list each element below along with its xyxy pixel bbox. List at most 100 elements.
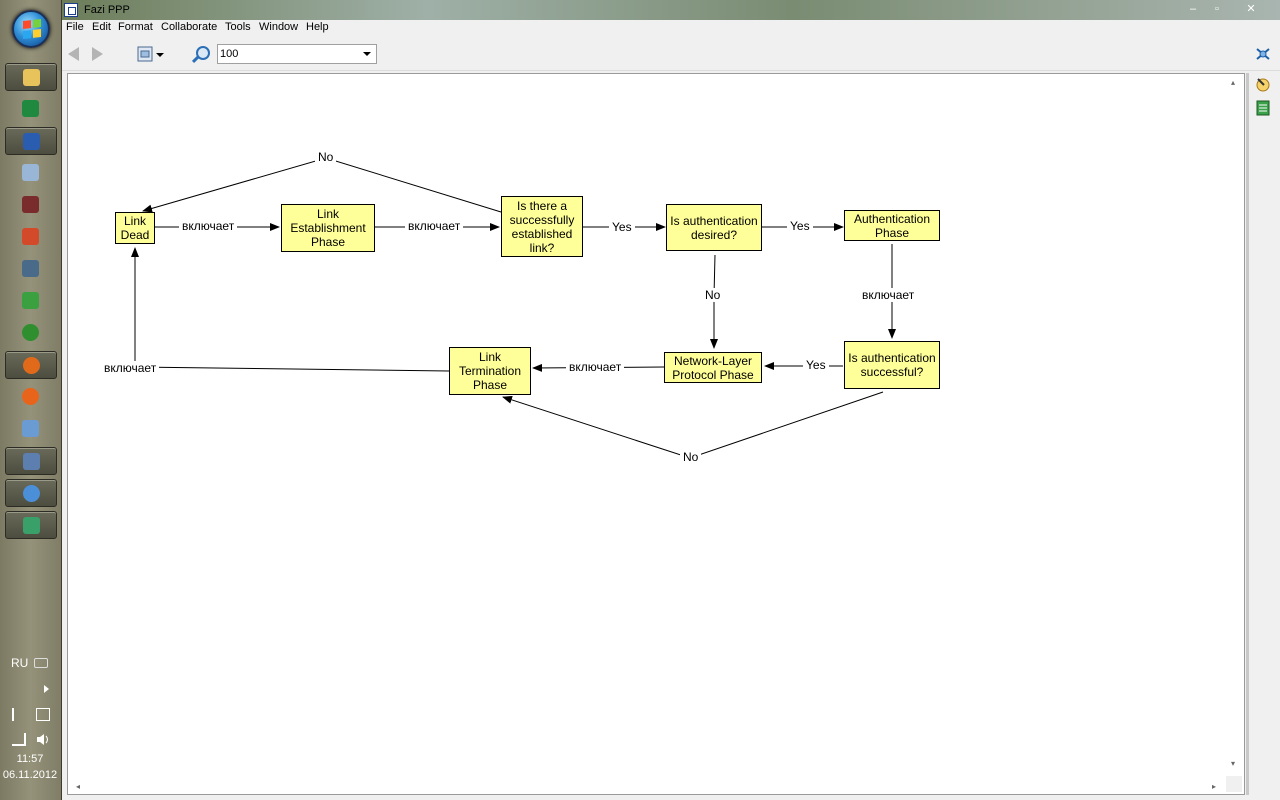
language-indicator[interactable]: RU xyxy=(11,656,29,670)
taskbar-word[interactable] xyxy=(5,127,57,155)
app-icon xyxy=(22,228,39,245)
app-icon xyxy=(22,196,39,213)
taskbar-firefox[interactable] xyxy=(5,351,57,379)
node-link-termination[interactable]: Link Termination Phase xyxy=(449,347,531,395)
back-arrow-icon[interactable] xyxy=(68,47,79,61)
menu-help[interactable]: Help xyxy=(306,21,329,33)
show-hidden-icons-arrow[interactable] xyxy=(44,685,49,693)
edge-label-auth-desired-yes: Yes xyxy=(787,219,813,233)
edge-label-dead-to-establishment: включает xyxy=(179,219,238,233)
taskbar-app-7[interactable] xyxy=(5,255,57,283)
fazi-app-icon xyxy=(23,517,40,534)
app-logo-icon[interactable] xyxy=(64,3,78,17)
taskbar-explorer[interactable] xyxy=(5,63,57,91)
edge-label-establishment-to-question: включает xyxy=(405,219,464,233)
taskbar-app-6[interactable] xyxy=(5,223,57,251)
edge-label-network-to-termination: включает xyxy=(566,360,625,374)
calculator-icon xyxy=(22,164,39,181)
restore-button[interactable]: ▫ xyxy=(1215,3,1219,15)
diagram-canvas[interactable]: Link Dead Link Establishment Phase Is th… xyxy=(67,73,1245,795)
battery-icon[interactable] xyxy=(36,708,50,721)
app-icon xyxy=(22,292,39,309)
taskbar-excel[interactable] xyxy=(5,95,57,123)
node-link-establishment[interactable]: Link Establishment Phase xyxy=(281,204,375,252)
menu-edit[interactable]: Edit xyxy=(92,21,111,33)
scroll-down-arrow-icon[interactable]: ▾ xyxy=(1231,759,1236,768)
taskbar-app-5[interactable] xyxy=(5,191,57,219)
vertical-scrollbar[interactable]: ▴ ▾ xyxy=(1230,78,1240,768)
itunes-icon xyxy=(23,485,40,502)
menu-window[interactable]: Window xyxy=(259,21,299,33)
network-signal-icon[interactable] xyxy=(12,733,26,746)
menu-collaborate[interactable]: Collaborate xyxy=(161,21,218,33)
windows-logo-icon xyxy=(23,19,41,39)
utorrent-icon xyxy=(22,324,39,341)
node-auth-desired-question[interactable]: Is authentication desired? xyxy=(666,204,762,251)
layout-icon xyxy=(137,46,164,62)
edge-auth-success-no xyxy=(502,391,884,459)
title-bar: Fazi PPP – ▫ ✕ xyxy=(62,0,1280,20)
toolbar xyxy=(62,37,1280,71)
clock-time[interactable]: 11:57 xyxy=(16,753,44,765)
zoom-icon[interactable] xyxy=(196,46,210,60)
close-button[interactable]: ✕ xyxy=(1246,3,1256,15)
network-tool-icon[interactable] xyxy=(1255,46,1271,62)
app-window: Fazi PPP – ▫ ✕ File Edit Format Collabor… xyxy=(62,0,1280,800)
edge-label-auth-success-no: No xyxy=(680,450,702,464)
node-auth-success-question[interactable]: Is authentication successful? xyxy=(844,341,940,389)
taskbar-utorrent[interactable] xyxy=(5,319,57,347)
start-button[interactable] xyxy=(12,10,50,48)
taskbar-app-11[interactable] xyxy=(5,383,57,411)
node-link-dead[interactable]: Link Dead xyxy=(115,212,155,244)
excel-icon xyxy=(22,100,39,117)
menu-file[interactable]: File xyxy=(66,21,84,33)
app-icon xyxy=(22,260,39,277)
layout-dropdown-button[interactable] xyxy=(136,45,166,63)
scroll-up-arrow-icon[interactable]: ▴ xyxy=(1231,78,1236,87)
node-established-question[interactable]: Is there a successfully established link… xyxy=(501,196,583,257)
node-authentication-phase[interactable]: Authentication Phase xyxy=(844,210,940,241)
menu-tools[interactable]: Tools xyxy=(225,21,251,33)
zoom-dropdown-arrow-icon[interactable] xyxy=(358,45,376,63)
volume-icon[interactable] xyxy=(36,733,50,746)
edge-label-question-no: No xyxy=(315,150,337,164)
forward-arrow-icon[interactable] xyxy=(92,47,103,61)
node-network-layer[interactable]: Network-Layer Protocol Phase xyxy=(664,352,762,383)
scroll-right-arrow-icon[interactable]: ▸ xyxy=(1211,782,1216,791)
edge-label-auth-desired-no: No xyxy=(702,288,724,302)
horizontal-scrollbar[interactable]: ◂ ▸ xyxy=(76,782,1216,792)
scroll-left-arrow-icon[interactable]: ◂ xyxy=(76,782,81,791)
edge-label-question-yes: Yes xyxy=(609,220,635,234)
edge-label-auth-success-yes: Yes xyxy=(803,358,829,372)
firefox-icon xyxy=(23,357,40,374)
clock-date[interactable]: 06.11.2012 xyxy=(2,769,58,781)
action-center-flag-icon[interactable] xyxy=(12,708,26,721)
taskbar-fazi[interactable] xyxy=(5,511,57,539)
window-title: Fazi PPP xyxy=(84,4,130,16)
windows-taskbar: RU 11:57 06.11.2012 xyxy=(0,0,62,800)
paint-tool-icon[interactable] xyxy=(1255,76,1271,92)
edge-label-termination-to-dead: включает xyxy=(101,361,160,375)
minimize-button[interactable]: – xyxy=(1189,3,1197,15)
panel-divider[interactable] xyxy=(1246,73,1249,795)
notes-tool-icon[interactable] xyxy=(1255,100,1271,116)
taskbar-search-app[interactable] xyxy=(5,447,57,475)
taskbar-app-8[interactable] xyxy=(5,287,57,315)
taskbar-itunes[interactable] xyxy=(5,479,57,507)
menu-format[interactable]: Format xyxy=(118,21,153,33)
zoom-input[interactable] xyxy=(220,47,350,61)
folder-icon xyxy=(23,69,40,86)
taskbar-calculator[interactable] xyxy=(5,159,57,187)
taskbar-mail[interactable] xyxy=(5,415,57,443)
search-app-icon xyxy=(23,453,40,470)
mail-icon xyxy=(22,420,39,437)
diagram-edges xyxy=(131,157,896,459)
word-icon xyxy=(23,133,40,150)
keyboard-icon[interactable] xyxy=(34,658,48,668)
scroll-corner xyxy=(1226,776,1242,792)
zoom-combobox[interactable] xyxy=(217,44,377,64)
app-icon xyxy=(22,388,39,405)
edge-label-auth-phase-to-success: включает xyxy=(859,288,918,302)
edge-termination-to-dead xyxy=(131,247,450,372)
menu-bar: File Edit Format Collaborate Tools Windo… xyxy=(62,20,1280,36)
